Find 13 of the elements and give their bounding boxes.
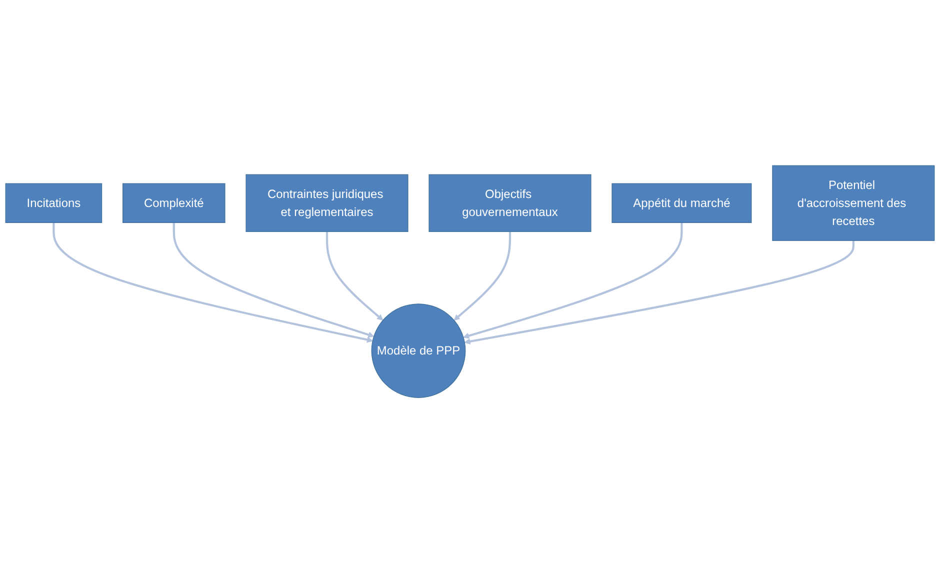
node-box: Appétit du marché bbox=[612, 183, 752, 223]
node-box: Complexité bbox=[122, 183, 226, 223]
node-box: Objectifs gouvernementaux bbox=[428, 174, 592, 232]
node-box: Incitations bbox=[5, 183, 102, 223]
arrow bbox=[326, 231, 384, 320]
arrow bbox=[464, 240, 854, 344]
node-box: Potentiel d'accroissement des recettes bbox=[772, 165, 935, 241]
arrow bbox=[172, 222, 374, 338]
arrow bbox=[52, 222, 373, 343]
node-circle: Modèle de PPP bbox=[371, 303, 466, 398]
arrow bbox=[463, 222, 683, 339]
arrow bbox=[454, 231, 512, 320]
node-box: Contraintes juridiques et reglementaires bbox=[246, 174, 408, 232]
